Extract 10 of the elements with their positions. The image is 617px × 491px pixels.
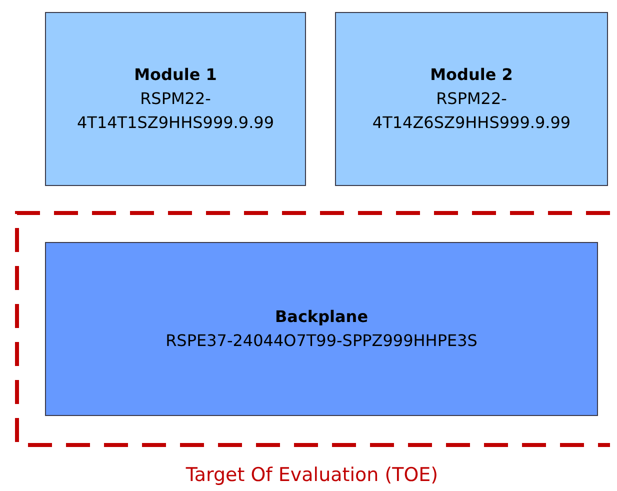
part-number: RSPM22- 4T14Z6SZ9HHS999.9.99 [371, 88, 572, 134]
boundary-label: Target Of Evaluation (TOE) [186, 463, 438, 487]
box-title: Backplane [274, 306, 370, 328]
module-box [335, 12, 608, 186]
box-title: Module 1 [133, 64, 218, 86]
part-number: RSPM22- 4T14T1SZ9HHS999.9.99 [76, 88, 276, 134]
part-number: RSPE37-24044O7T99-SPPZ999HHPE3S [164, 330, 478, 352]
box-title: Module 2 [429, 64, 514, 86]
backplane-box [45, 242, 598, 416]
module-box [45, 12, 306, 186]
